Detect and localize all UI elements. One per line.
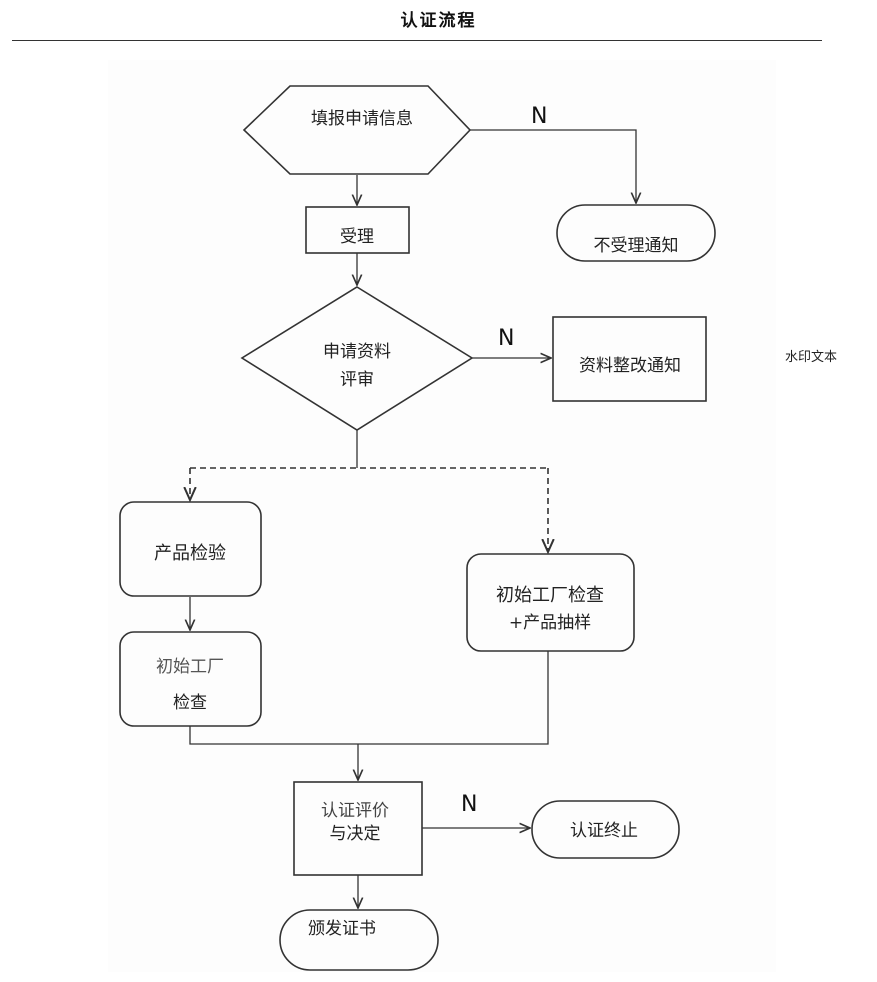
- factory-inspect-label-1: 初始工厂: [156, 657, 224, 677]
- watermark-text: 水印文本: [785, 350, 838, 365]
- no-label-1: N: [531, 104, 547, 129]
- fill-in-hexagon: [242, 85, 472, 175]
- diagram-background: [108, 60, 776, 972]
- no-label-2: N: [498, 326, 514, 351]
- product-test-box: [119, 501, 262, 597]
- accept-label: 受理: [340, 227, 374, 247]
- terminate-label: 认证终止: [570, 821, 638, 841]
- factory-inspect-label-2: 检查: [173, 693, 207, 713]
- merge-left: [189, 651, 549, 745]
- issue-terminal: [279, 909, 439, 971]
- reject-notice-terminal: [556, 204, 716, 262]
- reject-notice-label: 不受理通知: [594, 236, 679, 256]
- rectify-notice-label: 资料整改通知: [579, 356, 681, 376]
- review-label-1: 申请资料: [323, 342, 391, 362]
- rectify-notice-box: [552, 316, 707, 402]
- arrow-fillin-to-reject: [470, 129, 636, 203]
- factory-sample-label-1: 初始工厂检查: [496, 585, 604, 606]
- review-label-2: 评审: [340, 370, 374, 390]
- decision-label-1: 认证评价: [321, 801, 389, 821]
- terminate-terminal: [531, 800, 680, 859]
- decision-label-2: 与决定: [330, 824, 381, 844]
- product-test-label: 产品检验: [154, 543, 226, 564]
- issue-label: 颁发证书: [308, 919, 376, 939]
- factory-sample-label-2: +产品抽样: [509, 613, 591, 633]
- no-label-3: N: [461, 792, 477, 817]
- factory-sample-box: [466, 553, 635, 652]
- title-divider: [12, 40, 822, 41]
- page-title: 认证流程: [400, 11, 477, 31]
- fill-in-label: 填报申请信息: [311, 109, 413, 129]
